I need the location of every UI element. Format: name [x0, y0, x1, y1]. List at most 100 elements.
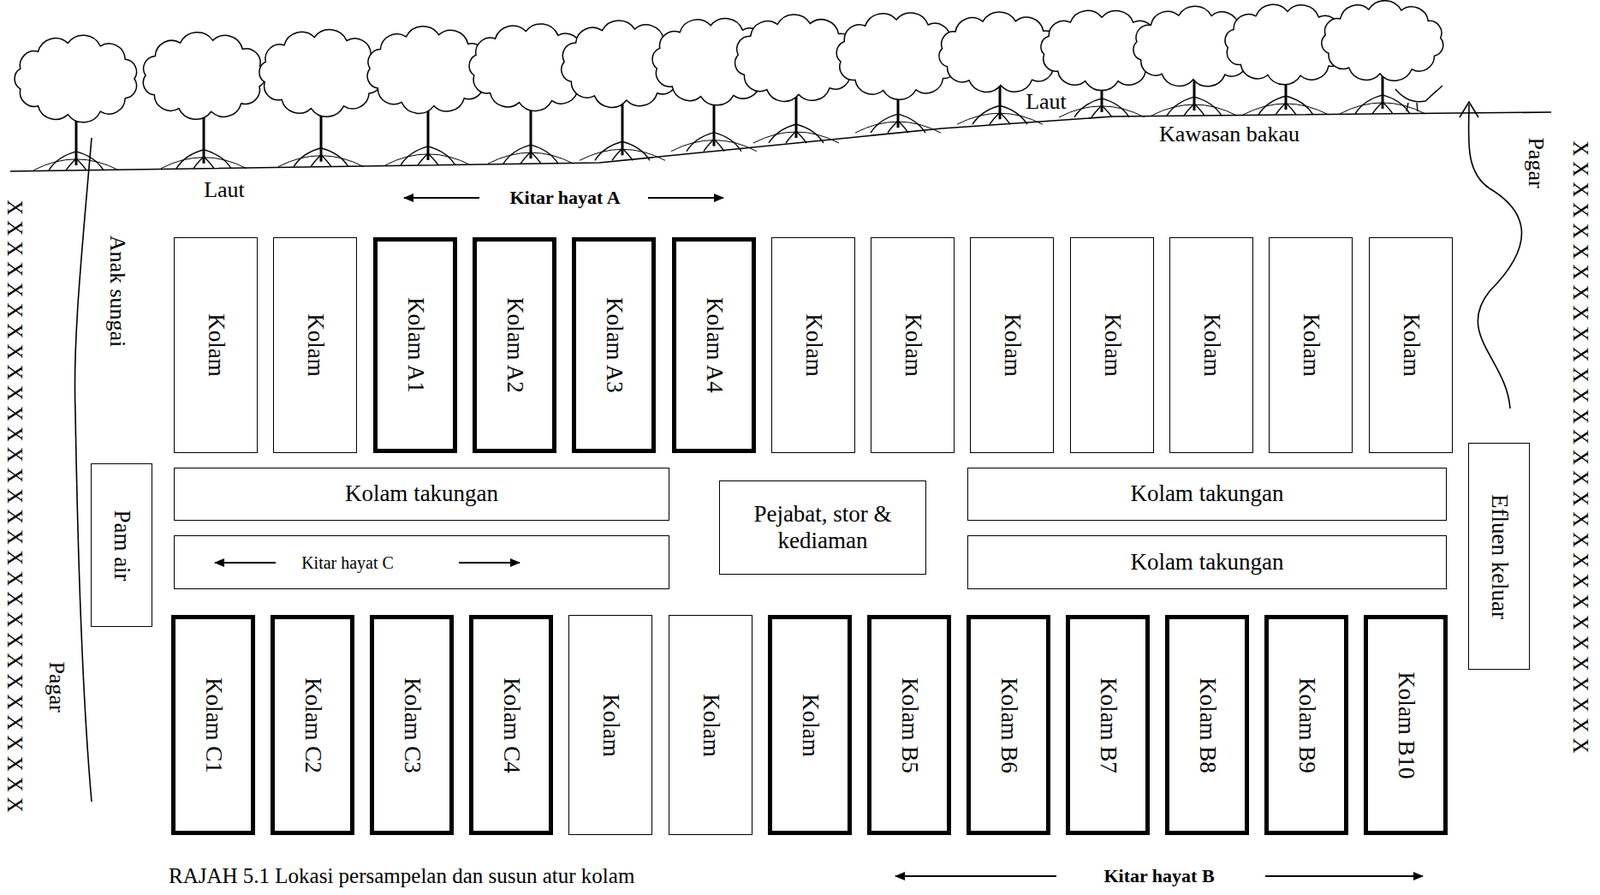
- node-label: Kolam: [696, 693, 724, 757]
- map-label: Laut: [1025, 89, 1067, 115]
- node-label: Kolam B5: [895, 677, 922, 774]
- node-label: Pejabat, stor & kediaman: [719, 497, 926, 558]
- tree-roots: [870, 113, 926, 133]
- pond-box: Kolam B5: [867, 614, 952, 835]
- fence-marks: XXXXXXXXXXXXXXXXXXXXXXXXXXXXXX: [1570, 140, 1592, 759]
- map-label: Pagar: [43, 660, 70, 712]
- tree-roots: [293, 148, 349, 167]
- map-label: Kawasan bakau: [1159, 121, 1300, 148]
- node-label: Kolam: [1197, 313, 1225, 377]
- tree-canopy: [1321, 0, 1444, 82]
- pond-box: Kolam B10: [1363, 614, 1448, 835]
- pond-box: Kolam: [771, 237, 856, 453]
- mud-mound: [1151, 104, 1238, 116]
- effluent-flow-line: [1469, 104, 1523, 409]
- node-label: Kolam: [1297, 313, 1325, 377]
- facility-box: Kolam takungan: [967, 467, 1447, 521]
- pond-box: Kolam B9: [1264, 614, 1349, 835]
- tree-roots: [1074, 98, 1130, 118]
- mud-mound: [385, 154, 471, 166]
- pond-box: Kolam A2: [472, 237, 557, 453]
- tree-roots: [594, 141, 650, 161]
- map-label: Anak sungai: [104, 235, 131, 348]
- node-label: Kolam C1: [199, 677, 227, 774]
- tree-canopy: [259, 29, 382, 118]
- pond-box: Kolam: [1169, 237, 1254, 453]
- tree-roots: [768, 124, 824, 143]
- node-label: Pam air: [107, 509, 135, 581]
- mud-mound: [957, 113, 1043, 125]
- node-label: Kolam: [202, 313, 229, 377]
- tree-roots: [1258, 95, 1314, 115]
- river-line: [74, 137, 92, 802]
- node-label: Kolam takungan: [1130, 480, 1284, 507]
- pond-box: Kolam B8: [1165, 614, 1250, 835]
- node-label: Kolam B7: [1094, 677, 1121, 774]
- pond-box: Kolam C2: [270, 614, 355, 835]
- effluent-arrowhead: [1459, 101, 1479, 118]
- tree-roots: [686, 132, 742, 152]
- pond-box: Efluen keluar: [1468, 442, 1530, 670]
- pond-box: Pam air: [90, 463, 153, 627]
- tree-roots: [1166, 96, 1222, 116]
- map-label: Kitar hayat A: [509, 186, 620, 209]
- pond-box: Kolam: [568, 614, 653, 835]
- pond-box: Kolam: [1070, 237, 1154, 453]
- node-label: Kolam: [899, 313, 927, 377]
- figure-caption: RAJAH 5.1 Lokasi persampelan dan susun a…: [168, 863, 635, 889]
- pond-box: Kolam C3: [369, 614, 454, 835]
- node-label: Kolam C2: [299, 677, 327, 774]
- pond-box: Kolam: [668, 614, 753, 835]
- tree-trunk: [621, 96, 625, 155]
- mud-mound: [753, 131, 839, 143]
- mud-mound: [1339, 102, 1426, 114]
- pond-box: Kolam C4: [469, 614, 554, 835]
- node-label: Kolam: [999, 313, 1026, 377]
- mud-mound: [855, 121, 941, 133]
- mud-mound: [1058, 106, 1145, 118]
- node-label: Efluen keluar: [1485, 493, 1512, 619]
- fence-marks: XXXXXXXXXXXXXXXXXXXXXXXXXXXXXX: [4, 199, 26, 818]
- cycle-arrows: [214, 197, 1423, 876]
- node-label: Kolam: [597, 693, 625, 757]
- facility-box: Kolam takungan: [173, 467, 670, 521]
- pond-box: Kolam A4: [672, 237, 756, 453]
- facility-box: Kolam takungan: [967, 535, 1447, 589]
- node-label: Kolam B9: [1293, 677, 1321, 774]
- pond-box: Kolam B6: [966, 614, 1051, 835]
- node-label: Kolam B10: [1392, 671, 1420, 779]
- node-label: Kolam A2: [500, 297, 528, 393]
- node-label: Kolam: [799, 313, 827, 377]
- tree-canopy: [14, 35, 137, 123]
- tree-canopy: [142, 32, 266, 120]
- facility-box: Kitar hayat C: [173, 535, 670, 589]
- map-label: Pagar: [1522, 136, 1549, 188]
- pond-box: Kolam: [273, 237, 357, 453]
- mud-mound: [579, 148, 666, 161]
- pond-box: Kolam C1: [171, 614, 256, 835]
- node-label: Kolam takungan: [344, 480, 499, 507]
- node-label: Kolam: [302, 313, 329, 377]
- pond-box: Kolam: [767, 614, 852, 835]
- node-label: Kolam B8: [1193, 677, 1220, 774]
- facility-box: Pejabat, stor & kediaman: [719, 480, 927, 575]
- node-label: Kolam A3: [600, 297, 628, 393]
- tree-roots: [48, 151, 104, 171]
- node-label: Kolam: [796, 693, 823, 757]
- tree-roots: [972, 105, 1028, 125]
- pond-box: Kolam A1: [373, 237, 458, 453]
- pond-box: Kolam A3: [571, 237, 656, 453]
- mangrove-trees: [10, 0, 1552, 172]
- mud-mound: [33, 159, 119, 171]
- pond-box: Kolam: [173, 237, 258, 453]
- tree-roots: [176, 149, 232, 169]
- tree-roots: [1355, 95, 1410, 114]
- mud-mound: [160, 157, 247, 169]
- node-label: Kolam: [1098, 313, 1125, 377]
- mud-mound: [278, 155, 364, 167]
- node-label: Kolam B6: [994, 677, 1022, 774]
- node-label: Kolam: [1397, 313, 1424, 377]
- pond-box: Kolam: [1268, 237, 1353, 453]
- node-label: Kolam A1: [401, 297, 429, 393]
